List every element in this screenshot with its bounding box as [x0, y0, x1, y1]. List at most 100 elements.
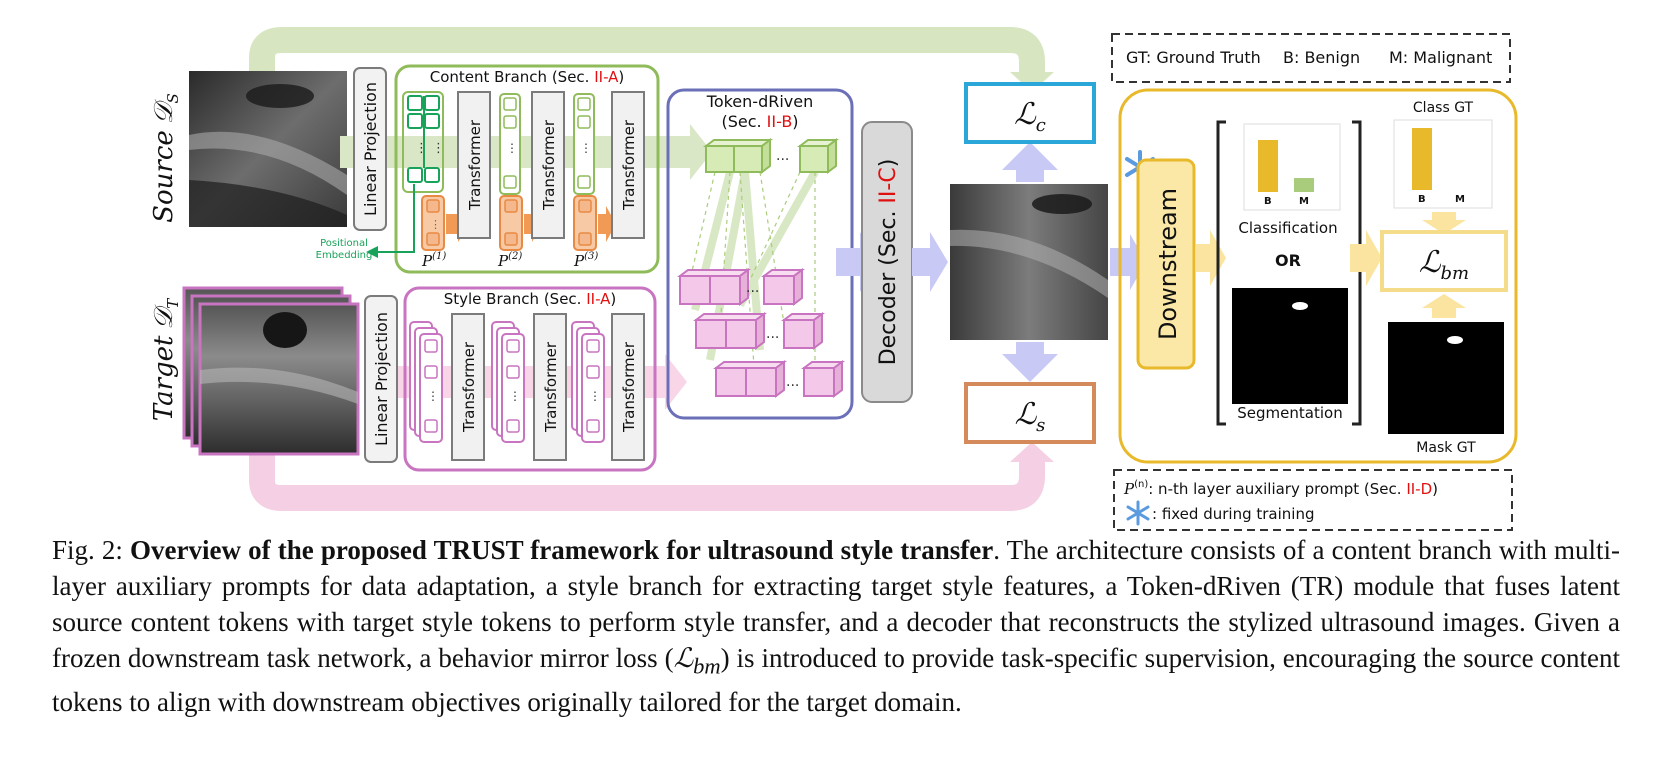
svg-text:Target𝒟T: Target𝒟T — [149, 298, 182, 421]
svg-text:⋮: ⋮ — [415, 141, 428, 156]
positional-embedding-connector: Positional Embedding — [316, 96, 425, 261]
svg-text:⋮: ⋮ — [509, 389, 521, 403]
svg-text:...: ... — [766, 326, 779, 342]
loss-content-box: ℒc — [964, 82, 1096, 144]
linear-projection-content: Linear Projection — [353, 67, 387, 231]
loss-bm-box: ℒbm — [1380, 230, 1508, 292]
caption-title: Overview of the proposed TRUST framework… — [130, 535, 994, 565]
style-token-stack-2: ⋮ — [491, 321, 525, 443]
svg-text:Transformer: Transformer — [460, 341, 478, 433]
linear-projection-style: Linear Projection — [364, 295, 398, 463]
figure-caption: Fig. 2: Overview of the proposed TRUST f… — [52, 532, 1620, 720]
prediction-to-lbm-arrow — [1350, 230, 1382, 286]
mask-gt-to-lbm-arrow — [1422, 294, 1466, 318]
style-token-stack-3: ⋮ — [571, 321, 605, 443]
source-domain-label: Source𝒟S — [149, 93, 182, 223]
svg-text:P(3): P(3) — [573, 251, 598, 270]
svg-text:Source𝒟S: Source𝒟S — [149, 93, 182, 223]
svg-text:P(2): P(2) — [497, 251, 522, 270]
content-token-cubes: ... — [703, 138, 839, 174]
framework-diagram: Source𝒟S Target𝒟T Linear Projection Line… — [149, 27, 1518, 531]
token-driven-ref: (Sec. II-B) — [721, 112, 798, 131]
svg-text:Linear Projection: Linear Projection — [361, 82, 380, 216]
legend-top: GT: Ground Truth B: Benign M: Malignant — [1111, 33, 1511, 83]
svg-text:B: Benign: B: Benign — [1283, 48, 1360, 67]
downstream-block: Downstream — [1136, 158, 1196, 370]
figure-label: Fig. 2: — [52, 535, 131, 565]
content-token-column-2: ⋮ — [499, 93, 521, 195]
output-to-ls-arrow — [1002, 342, 1058, 382]
svg-text:Transformer: Transformer — [466, 119, 484, 211]
target-ultrasound-stack — [182, 286, 360, 456]
svg-text:Transformer: Transformer — [620, 341, 638, 433]
style-transformer-1: Transformer — [451, 313, 485, 461]
or-label: OR — [1275, 251, 1301, 270]
svg-text:...: ... — [746, 280, 759, 296]
content-transformer-2: Transformer — [531, 91, 565, 239]
svg-text:GT: Ground Truth: GT: Ground Truth — [1126, 48, 1261, 67]
svg-text:Transformer: Transformer — [620, 119, 638, 211]
svg-text:B: B — [1264, 196, 1272, 207]
caption-body-2: ) is introduced to provide task-specific… — [52, 643, 1620, 718]
style-branch-frame — [403, 286, 657, 472]
mask-gt-label: Mask GT — [1416, 440, 1476, 456]
class-gt-to-lbm-arrow — [1422, 212, 1466, 234]
svg-text:⋮: ⋮ — [589, 389, 601, 403]
stylized-output-image — [950, 184, 1108, 340]
content-transformer-3: Transformer — [611, 91, 645, 239]
token-driven-title: Token-dRiven — [706, 92, 813, 111]
style-branch-title: Style Branch (Sec. II-A) — [444, 290, 617, 308]
svg-text:...: ... — [776, 148, 789, 164]
content-transformer-1: Transformer — [457, 91, 491, 239]
legend-bottom: P(n): n-th layer auxiliary prompt (Sec. … — [1113, 469, 1513, 531]
svg-text:Transformer: Transformer — [542, 341, 560, 433]
style-transformer-2: Transformer — [533, 313, 567, 461]
svg-text:M: Malignant: M: Malignant — [1389, 48, 1492, 67]
svg-text:ℒc: ℒc — [1014, 97, 1046, 136]
prompt-labels: P(1) P(2) P(3) — [421, 251, 598, 270]
content-skip-arrow — [249, 27, 1045, 140]
style-transformer-3: Transformer — [611, 313, 645, 461]
content-token-column-1: ⋮ ⋮ — [402, 91, 445, 193]
target-domain-label: Target𝒟T — [149, 298, 182, 421]
svg-text:ℒbm: ℒbm — [1419, 245, 1469, 284]
decoder-to-output-arrow — [912, 232, 948, 292]
svg-text:⋮: ⋮ — [432, 141, 445, 156]
style-skip-arrow-head — [1010, 442, 1054, 462]
svg-text:: fixed during training: : fixed during training — [1152, 505, 1314, 523]
svg-text:Transformer: Transformer — [540, 119, 558, 211]
output-to-lc-arrow — [1002, 142, 1058, 182]
mask-gt-image — [1388, 322, 1504, 434]
svg-text:Downstream: Downstream — [1154, 188, 1182, 340]
svg-text:Positional: Positional — [320, 238, 368, 249]
caption-loss-subscript: bm — [693, 653, 721, 679]
classification-label: Classification — [1238, 219, 1337, 237]
downstream-to-prediction-arrow — [1196, 230, 1226, 286]
content-branch-title: Content Branch (Sec. II-A) — [430, 68, 625, 86]
svg-text:⋮: ⋮ — [506, 141, 518, 155]
svg-text:M: M — [1455, 194, 1465, 205]
decoder-block: Decoder (Sec. II-C) — [861, 121, 913, 403]
caption-loss-symbol: ℒ — [673, 643, 694, 673]
content-token-column-3: ⋮ — [573, 93, 595, 195]
prediction-class-bars: B M — [1243, 123, 1341, 211]
svg-text:B: B — [1418, 194, 1426, 205]
downstream-panel — [1118, 88, 1518, 464]
svg-text:Decoder (Sec. II-C): Decoder (Sec. II-C) — [876, 159, 901, 366]
svg-text:...: ... — [786, 374, 799, 390]
svg-text:Embedding: Embedding — [316, 250, 373, 261]
prediction-mask — [1232, 288, 1348, 404]
segmentation-label: Segmentation — [1237, 404, 1342, 422]
svg-text:Linear Projection: Linear Projection — [372, 312, 391, 446]
caption-body-1: . The architecture consists of a content… — [52, 535, 1620, 673]
prediction-bracket — [1216, 120, 1362, 426]
style-token-cubes: ... ... ... — [677, 268, 845, 398]
legend-snowflake-icon — [1126, 500, 1150, 526]
svg-text:P(1): P(1) — [421, 251, 446, 270]
svg-text:⋮: ⋮ — [580, 141, 592, 155]
loss-style-box: ℒs — [964, 382, 1096, 444]
svg-text:⋮: ⋮ — [430, 218, 441, 231]
svg-text:⋮: ⋮ — [427, 389, 439, 403]
style-token-stack-1: ⋮ — [409, 321, 443, 443]
class-gt-label: Class GT — [1413, 100, 1474, 116]
